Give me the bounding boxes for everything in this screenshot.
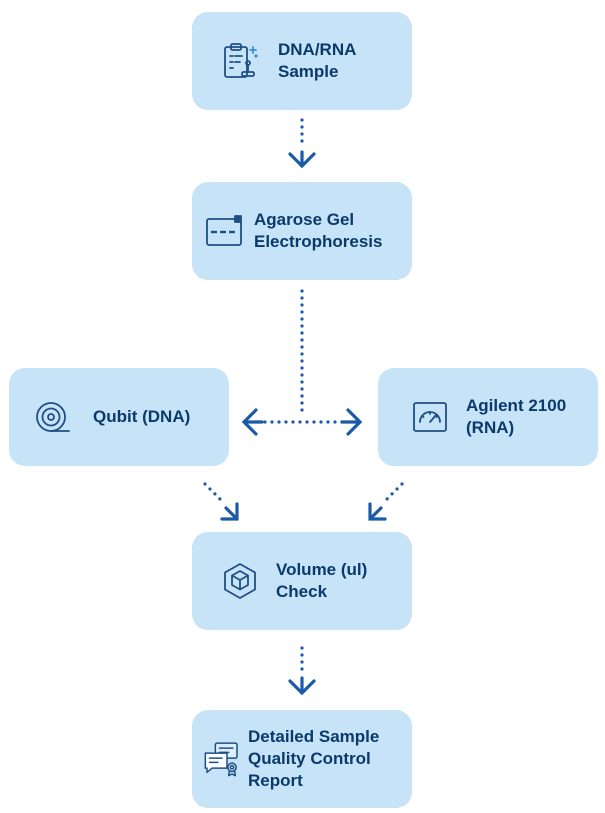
node-qc-report: Detailed Sample Quality Control Report	[192, 710, 412, 808]
gauge-icon	[410, 397, 450, 437]
qubit-icon	[33, 397, 73, 437]
arrow-volume-to-report	[288, 646, 316, 696]
report-icon	[202, 739, 242, 779]
node-label: Volume (ul) Check	[276, 560, 368, 601]
node-qubit: Qubit (DNA)	[9, 368, 229, 466]
node-agilent: Agilent 2100 (RNA)	[378, 368, 598, 466]
node-label: Agarose Gel Electrophoresis	[254, 210, 383, 251]
arrow-gel-to-split	[241, 289, 363, 436]
node-volume-check: Volume (ul) Check	[192, 532, 412, 630]
node-agarose-gel: Agarose Gel Electrophoresis	[192, 182, 412, 280]
node-label: Detailed Sample Quality Control Report	[248, 727, 380, 790]
gel-icon	[204, 211, 244, 251]
node-label: DNA/RNA Sample	[278, 40, 357, 81]
node-dna-rna-sample: DNA/RNA Sample	[192, 12, 412, 110]
arrow-sample-to-gel	[288, 118, 316, 169]
node-label: Qubit (DNA)	[93, 407, 191, 426]
clipboard-icon	[220, 41, 260, 81]
node-label: Agilent 2100 (RNA)	[466, 396, 567, 437]
arrow-qubit-to-volume	[203, 482, 239, 521]
arrow-agilent-to-volume	[368, 482, 404, 521]
cube-icon	[220, 561, 260, 601]
